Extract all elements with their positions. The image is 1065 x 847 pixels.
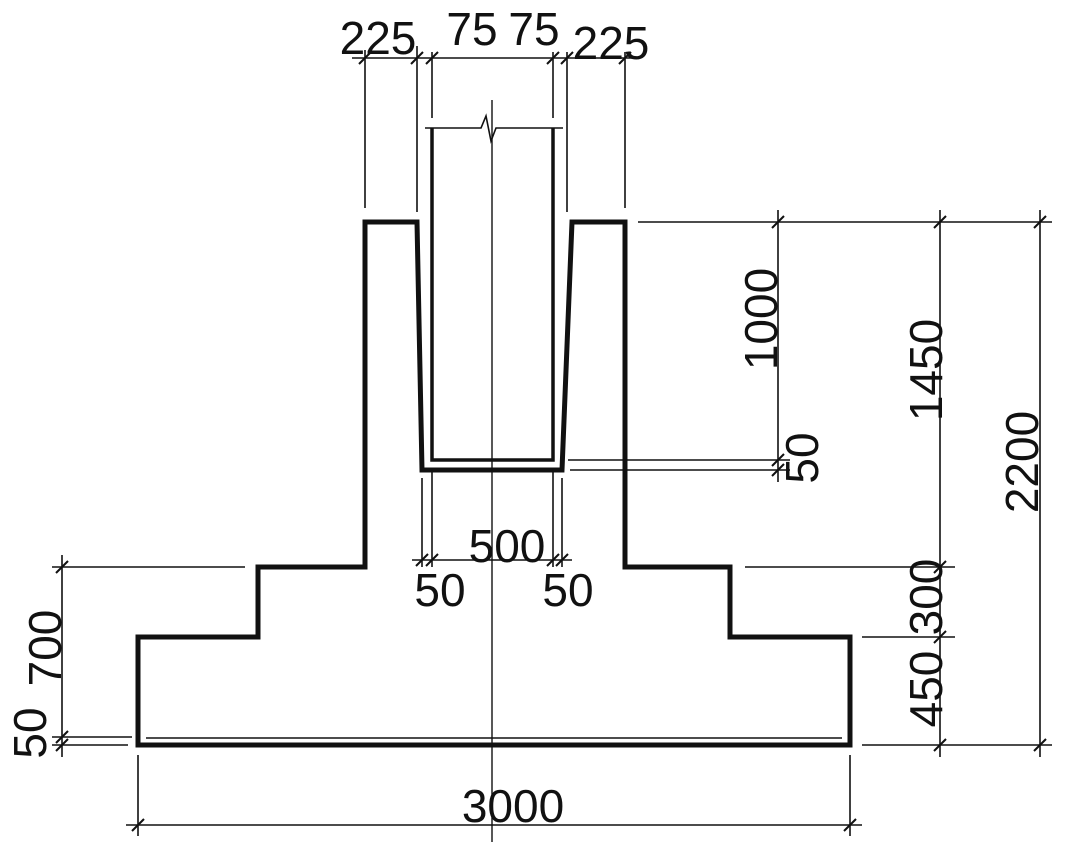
label-top-wall-right: 225 <box>573 17 650 69</box>
dimension-tick <box>55 730 69 744</box>
dimension-tick <box>555 553 569 567</box>
label-step-height: 300 <box>900 559 952 636</box>
label-base-depth: 700 <box>19 610 71 687</box>
label-cup-bottom-gap: 50 <box>776 432 828 483</box>
structure <box>135 100 853 842</box>
dimension-tick <box>55 560 69 574</box>
label-cup-bottom-width: 500 <box>469 520 546 572</box>
dimension-tick <box>843 818 857 832</box>
dimension-tick <box>933 215 947 229</box>
label-cushion: 50 <box>4 707 56 758</box>
dimension-ticks <box>55 51 1047 832</box>
label-top-gap-right: 75 <box>508 3 559 55</box>
dimension-tick <box>560 51 574 65</box>
extension-lines <box>52 46 1052 836</box>
dimension-tick <box>1033 738 1047 752</box>
dimension-tick <box>1033 215 1047 229</box>
label-bottom-gap-right: 50 <box>542 564 593 616</box>
column-break-line <box>425 113 563 144</box>
label-bottom-gap-left: 50 <box>414 564 465 616</box>
dimension-tick <box>933 560 947 574</box>
label-total-height: 2200 <box>996 411 1048 513</box>
dimension-lines <box>61 57 1041 826</box>
dimension-tick <box>771 453 785 467</box>
dimension-tick <box>933 738 947 752</box>
label-pedestal-height: 1450 <box>900 319 952 421</box>
label-top-wall-left: 225 <box>340 12 417 64</box>
dimension-tick <box>425 553 439 567</box>
dimension-tick <box>415 553 429 567</box>
dimension-tick <box>933 630 947 644</box>
dimension-tick <box>546 553 560 567</box>
dimension-tick <box>410 51 424 65</box>
dimension-tick <box>771 215 785 229</box>
dimension-tick <box>55 738 69 752</box>
dimension-tick <box>131 818 145 832</box>
dimension-tick <box>771 463 785 477</box>
label-base-height: 450 <box>900 651 952 728</box>
label-cup-depth: 1000 <box>735 268 787 370</box>
dimension-tick <box>358 51 372 65</box>
dimension-labels: 225 75 75 225 1000 50 1450 300 450 2200 … <box>4 3 1048 832</box>
dimension-tick <box>425 51 439 65</box>
dimension-tick <box>618 51 632 65</box>
label-base-width: 3000 <box>462 780 564 832</box>
foundation-outline <box>135 219 853 748</box>
dimension-tick <box>546 51 560 65</box>
label-top-gap-left: 75 <box>446 3 497 55</box>
